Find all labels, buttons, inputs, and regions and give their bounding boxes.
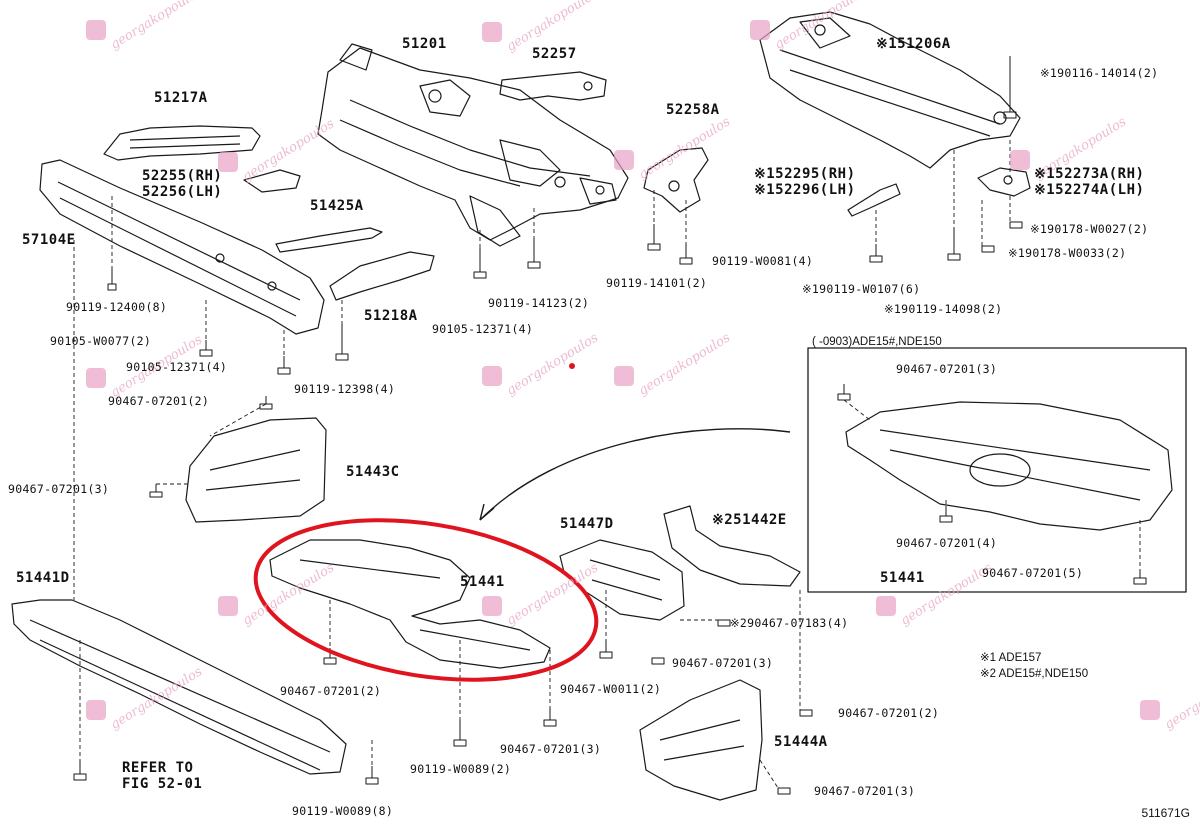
label-152274a: ※152274A(LH) — [1034, 182, 1145, 198]
label-190178-w0033: ※190178-W0033(2) — [1008, 246, 1127, 260]
label-151206a: ※151206A — [876, 36, 951, 52]
inset-title: ( -0903)ADE15#,NDE150 — [812, 336, 942, 348]
label-52258a: 52258A — [666, 102, 720, 118]
label-152296: ※152296(LH) — [754, 182, 856, 198]
label-152295: ※152295(RH) — [754, 166, 856, 182]
crossmember-57104e-drawing — [39, 159, 325, 335]
inset-label-4: 90467-07201(4) — [896, 536, 998, 550]
label-90467-07201-2b: 90467-07201(2) — [280, 684, 382, 698]
label-90119-w0089-2: 90119-W0089(2) — [410, 762, 512, 776]
label-90105-12371-left: 90105-12371(4) — [126, 360, 228, 374]
label-refer-line2: FIG 52-01 — [122, 776, 203, 792]
plate-152295-drawing — [847, 183, 901, 217]
label-190116: ※190116-14014(2) — [1040, 66, 1159, 80]
inset-label-51441: 51441 — [880, 570, 925, 586]
cover-51441d-drawing — [11, 599, 347, 775]
note-2: ※2 ADE15#,NDE150 — [980, 668, 1089, 680]
note-1: ※1 ADE157 — [980, 652, 1042, 664]
label-90467-07201-3b: 90467-07201(3) — [672, 656, 774, 670]
brace-51217a-drawing — [103, 125, 261, 161]
label-51218a: 51218A — [364, 308, 418, 324]
bar-51425a-drawing — [275, 227, 383, 253]
label-290467-07183: ※290467-07183(4) — [730, 616, 849, 630]
label-51444a: 51444A — [774, 734, 828, 750]
label-90467-07201-3a: 90467-07201(3) — [8, 482, 110, 496]
inset-label-5: 90467-07201(5) — [982, 566, 1084, 580]
cover-51447d-drawing — [559, 539, 685, 621]
inset-undercover-drawing — [845, 401, 1173, 531]
undercover-51441-drawing — [269, 539, 551, 669]
inset-frame — [807, 347, 1187, 593]
label-51441: 51441 — [460, 574, 505, 590]
label-52255: 52255(RH) — [142, 168, 223, 184]
label-90119-12398: 90119-12398(4) — [294, 382, 396, 396]
label-90119-14123: 90119-14123(2) — [488, 296, 590, 310]
brace-51218a-drawing — [329, 251, 435, 301]
label-90467-07201-3d: 90467-07201(3) — [814, 784, 916, 798]
front-subframe-drawing — [317, 43, 629, 247]
label-refer-line1: REFER TO — [122, 760, 194, 776]
label-90467-07201-2a: 90467-07201(2) — [108, 394, 210, 408]
label-90119-w0081: 90119-W0081(4) — [712, 254, 814, 268]
label-52256: 52256(LH) — [142, 184, 223, 200]
label-52257: 52257 — [532, 46, 577, 62]
label-90105-12371-right: 90105-12371(4) — [432, 322, 534, 336]
label-190119-w0107: ※190119-W0107(6) — [802, 282, 921, 296]
mount-152273a-drawing — [977, 167, 1031, 197]
rear-subframe-drawing — [759, 11, 1021, 169]
label-90467-w0011: 90467-W0011(2) — [560, 682, 662, 696]
cover-51442e-drawing — [663, 505, 801, 587]
bracket-52258a-drawing — [643, 147, 709, 213]
label-57104e: 57104E — [22, 232, 76, 248]
bracket-52257-drawing — [499, 71, 607, 101]
cover-51444a-drawing — [639, 679, 763, 801]
label-51441d: 51441D — [16, 570, 70, 586]
label-90119-14101: 90119-14101(2) — [606, 276, 708, 290]
label-190119-14098: ※190119-14098(2) — [884, 302, 1003, 316]
leader-lines — [73, 140, 1141, 789]
label-51447d: 51447D — [560, 516, 614, 532]
label-90119-w0089-8: 90119-W0089(8) — [292, 804, 394, 818]
red-dot — [569, 363, 575, 369]
label-51425a: 51425A — [310, 198, 364, 214]
pointer-arrow — [479, 428, 791, 521]
inset-label-3: 90467-07201(3) — [896, 362, 998, 376]
figure-code: 511671G — [1141, 806, 1191, 820]
label-51217a: 51217A — [154, 90, 208, 106]
label-152273a: ※152273A(RH) — [1034, 166, 1145, 182]
label-190178-w0027: ※190178-W0027(2) — [1030, 222, 1149, 236]
label-51443c: 51443C — [346, 464, 400, 480]
label-251442e: ※251442E — [712, 512, 787, 528]
label-51201: 51201 — [402, 36, 447, 52]
label-90105-w0077: 90105-W0077(2) — [50, 334, 152, 348]
fasteners — [73, 56, 1147, 795]
highlight-ellipse — [253, 518, 599, 682]
label-90467-07201-2c: 90467-07201(2) — [838, 706, 940, 720]
label-90467-07201-3c: 90467-07201(3) — [500, 742, 602, 756]
cover-51443c-drawing — [185, 417, 327, 523]
label-90119-12400: 90119-12400(8) — [66, 300, 168, 314]
plate-52255-drawing — [243, 169, 301, 193]
